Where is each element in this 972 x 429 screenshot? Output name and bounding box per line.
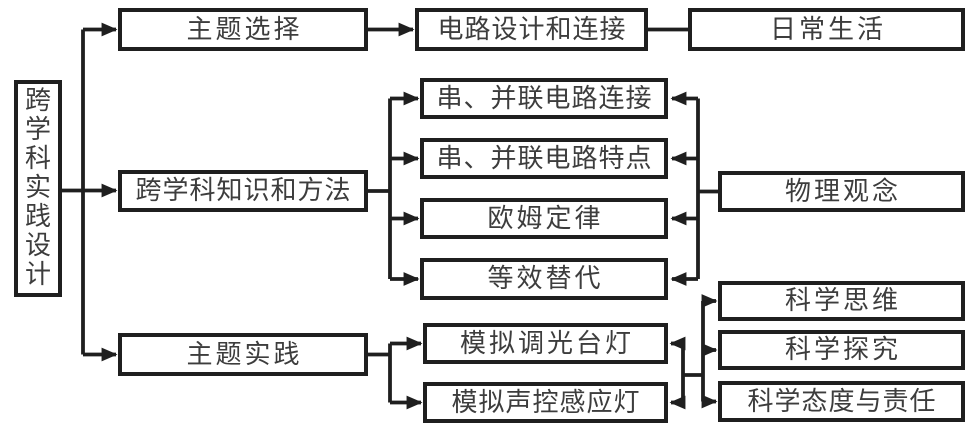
- node-attitude-responsibility-label: 科学态度与责任: [747, 386, 937, 417]
- node-scientific-thinking-label: 科学思维: [784, 286, 901, 316]
- node-daily-life-label: 日常生活: [769, 14, 886, 45]
- node-scientific-thinking: 科学思维: [718, 281, 965, 321]
- node-topic-practice: 主题实践: [118, 333, 368, 376]
- node-physics-concepts-label: 物理观念: [784, 176, 901, 207]
- node-series-parallel-connection: 串、并联电路连接: [420, 78, 668, 119]
- node-topic-practice-label: 主题实践: [186, 339, 303, 370]
- node-sound-lamp: 模拟声控感应灯: [423, 382, 668, 423]
- node-ohms-law: 欧姆定律: [420, 198, 668, 239]
- node-scientific-inquiry-label: 科学探究: [784, 335, 901, 365]
- node-equivalent-substitution-label: 等效替代: [487, 264, 604, 294]
- node-circuit-design-label: 电路设计和连接: [437, 14, 627, 45]
- node-ohms-law-label: 欧姆定律: [487, 203, 604, 234]
- node-series-parallel-connection-label: 串、并联电路连接: [436, 83, 653, 114]
- node-sound-lamp-label: 模拟声控感应灯: [451, 387, 641, 418]
- node-topic-selection: 主题选择: [118, 8, 368, 51]
- node-dimming-lamp-label: 模拟调光台灯: [459, 328, 634, 359]
- node-series-parallel-features: 串、并联电路特点: [420, 138, 668, 179]
- node-scientific-inquiry: 科学探究: [718, 330, 965, 370]
- node-equivalent-substitution: 等效替代: [420, 258, 668, 300]
- node-topic-selection-label: 主题选择: [186, 14, 303, 45]
- node-dimming-lamp: 模拟调光台灯: [423, 323, 668, 364]
- node-root: 跨学科实践设计: [14, 80, 62, 297]
- node-series-parallel-features-label: 串、并联电路特点: [436, 143, 653, 174]
- node-circuit-design: 电路设计和连接: [415, 8, 648, 51]
- node-physics-concepts: 物理观念: [718, 171, 965, 212]
- node-attitude-responsibility: 科学态度与责任: [718, 381, 965, 422]
- node-knowledge-methods-label: 跨学科知识和方法: [135, 176, 352, 206]
- node-daily-life: 日常生活: [688, 8, 965, 51]
- node-knowledge-methods: 跨学科知识和方法: [118, 170, 368, 212]
